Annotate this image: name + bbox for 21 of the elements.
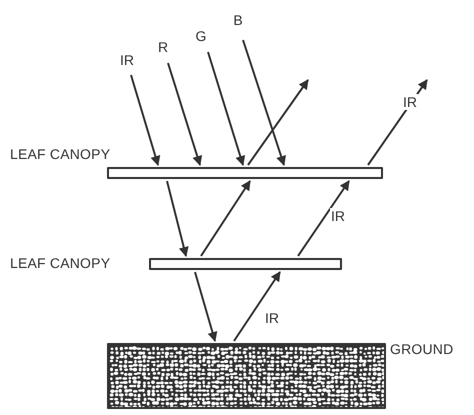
arrow xyxy=(247,79,309,166)
arrow xyxy=(367,79,428,166)
arrow xyxy=(200,180,251,257)
arrow xyxy=(242,40,286,166)
layer-label: LEAF CANOPY xyxy=(10,146,110,162)
arrow xyxy=(207,52,246,166)
arrow xyxy=(233,271,281,342)
arrow xyxy=(167,62,202,166)
edge-label: IR xyxy=(402,94,418,110)
arrow xyxy=(166,180,189,257)
layer-label: LEAF CANOPY xyxy=(10,255,110,271)
edge-label: IR xyxy=(264,310,280,326)
arrow xyxy=(194,272,218,342)
edge-label: B xyxy=(232,12,244,28)
edge-label: G xyxy=(194,28,208,44)
edge-label: IR xyxy=(330,208,346,224)
edge-label: R xyxy=(156,39,170,55)
layer-label: GROUND xyxy=(390,341,454,357)
arrow xyxy=(130,74,160,166)
edge-label: IR xyxy=(119,52,135,68)
arrow xyxy=(297,180,350,257)
